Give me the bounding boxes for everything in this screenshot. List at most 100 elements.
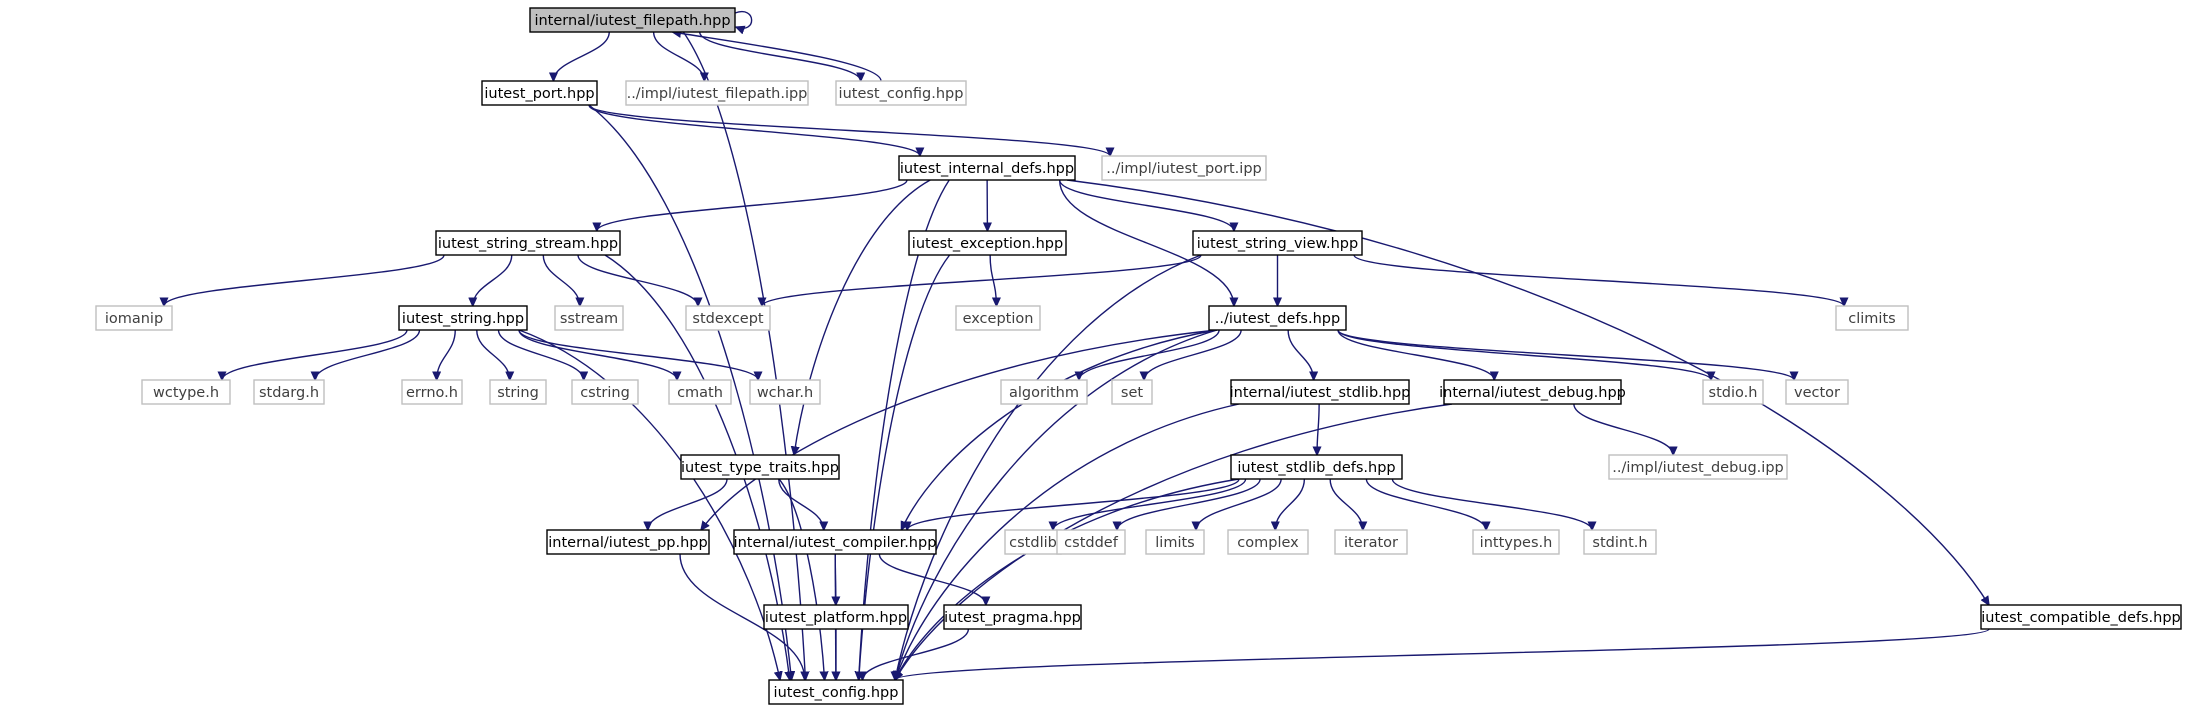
node-inttypes: inttypes.h [1472,529,1560,555]
node-cstdlib: cstdlib [1004,529,1062,555]
edge-port-to-impl_port [588,104,1110,157]
node-label: iomanip [105,311,163,327]
node-box [1443,379,1622,405]
edge-internal_defs-to-string_view [1058,179,1234,231]
node-config[interactable]: iutest_config.hpp [768,679,904,705]
node-box [489,379,547,405]
node-climits: climits [1835,305,1909,331]
edge-stdlib_defs-to-compiler_hpp [907,478,1240,530]
node-stdlib_hpp[interactable]: internal/iutest_stdlib.hpp [1230,379,1411,405]
node-iterator: iterator [1334,529,1408,555]
node-label: limits [1155,535,1194,551]
node-compiler_hpp[interactable]: internal/iutest_compiler.hpp [733,529,937,555]
edge-string_hpp-to-wchar [518,329,758,380]
edge-iutest_defs-to-debug_hpp [1337,329,1494,380]
edge-port-to-config [588,104,792,680]
node-label: stdio.h [1709,385,1758,401]
node-label: inttypes.h [1480,535,1553,551]
node-exception_hpp[interactable]: iutest_exception.hpp [908,230,1067,256]
node-label: iutest_string.hpp [402,311,524,327]
node-label: iutest_config.hpp [774,685,899,701]
edge-internal_defs-to-compatible_defs [1066,179,1989,605]
edge-iutest_defs-to-stdio [1337,329,1711,381]
node-box [1101,155,1267,181]
node-stdlib_defs[interactable]: iutest_stdlib_defs.hpp [1230,454,1403,480]
node-box [398,305,528,331]
node-string_view[interactable]: iutest_string_view.hpp [1192,230,1363,256]
edge-string_view-to-stdexcept [762,254,1202,307]
node-box [1208,305,1347,331]
node-stdexcept: stdexcept [685,305,771,331]
node-label: internal/iutest_compiler.hpp [734,535,937,551]
node-filepath[interactable]: internal/iutest_filepath.hpp [529,7,736,33]
edge-stdlib_defs-to-iterator [1329,478,1363,530]
edge-string_stream-to-iomanip [164,254,445,306]
node-complex: complex [1227,529,1309,555]
node-label: ../impl/iutest_debug.ipp [1612,460,1783,476]
edge-layer [164,10,1989,680]
edge-type_traits-to-config [778,478,825,680]
node-box [1608,454,1788,480]
edge-iutest_defs-to-compiler_hpp [900,329,1218,530]
node-iutest_defs[interactable]: ../iutest_defs.hpp [1208,305,1347,331]
node-box [898,155,1076,181]
node-limits: limits [1145,529,1205,555]
node-stdint: stdint.h [1583,529,1657,555]
node-label: exception [963,311,1034,327]
node-box [1583,529,1657,555]
node-label: iutest_string_stream.hpp [438,236,618,252]
node-label: stdarg.h [259,385,319,401]
node-compatible_defs[interactable]: iutest_compatible_defs.hpp [1980,604,2182,630]
edge-filepath-to-filepath [735,10,753,29]
node-label: iutest_pragma.hpp [944,610,1081,626]
node-label: internal/iutest_pp.hpp [548,535,707,551]
node-box [1785,379,1849,405]
edge-string_stream-to-sstream [542,254,580,306]
node-internal_defs[interactable]: iutest_internal_defs.hpp [898,155,1076,181]
node-box [768,679,904,705]
edge-stdlib_hpp-to-config [895,403,1240,680]
node-label: stdexcept [692,311,764,327]
node-box [625,80,809,106]
node-exception: exception [955,305,1041,331]
node-box [1230,454,1403,480]
edge-string_stream-to-stdexcept [577,254,698,306]
node-port[interactable]: iutest_port.hpp [481,80,598,106]
node-box [1056,529,1126,555]
node-label: internal/iutest_debug.hpp [1439,385,1626,401]
node-pragma_hpp[interactable]: iutest_pragma.hpp [943,604,1082,630]
node-cmath: cmath [668,379,732,405]
node-label: climits [1848,311,1895,327]
node-pp_hpp[interactable]: internal/iutest_pp.hpp [546,529,710,555]
node-set: set [1111,379,1153,405]
node-stdio: stdio.h [1702,379,1764,405]
edge-debug_hpp-to-config [895,403,1453,680]
node-string_stream[interactable]: iutest_string_stream.hpp [435,230,621,256]
node-debug_hpp[interactable]: internal/iutest_debug.hpp [1439,379,1626,405]
edge-string_stream-to-string_hpp [473,254,513,306]
node-string_hpp[interactable]: iutest_string.hpp [398,305,528,331]
edge-compiler_hpp-to-pragma_hpp [878,553,986,605]
node-type_traits[interactable]: iutest_type_traits.hpp [680,454,840,480]
node-box [1980,604,2182,630]
node-label: ../impl/iutest_filepath.ipp [627,86,808,102]
node-label: iutest_type_traits.hpp [681,460,839,476]
node-box [1111,379,1153,405]
node-box [1835,305,1909,331]
node-box [680,454,840,480]
edge-filepath-to-port [553,31,610,81]
node-algorithm: algorithm [1000,379,1088,405]
node-label: stdint.h [1592,535,1647,551]
edge-stdlib_defs-to-limits [1196,478,1282,530]
edge-internal_defs-to-config [859,179,950,680]
edge-iutest_defs-to-config [895,329,1218,680]
node-label: ../iutest_defs.hpp [1215,311,1340,327]
node-label: algorithm [1009,385,1079,401]
node-platform_hpp[interactable]: iutest_platform.hpp [763,604,909,630]
node-config_top: iutest_config.hpp [835,80,967,106]
node-impl_debug: ../impl/iutest_debug.ipp [1608,454,1788,480]
node-layer: internal/iutest_filepath.hpp iutest_port.… [95,7,2182,705]
edge-string_hpp-to-cstring [497,329,584,380]
node-box [685,305,771,331]
